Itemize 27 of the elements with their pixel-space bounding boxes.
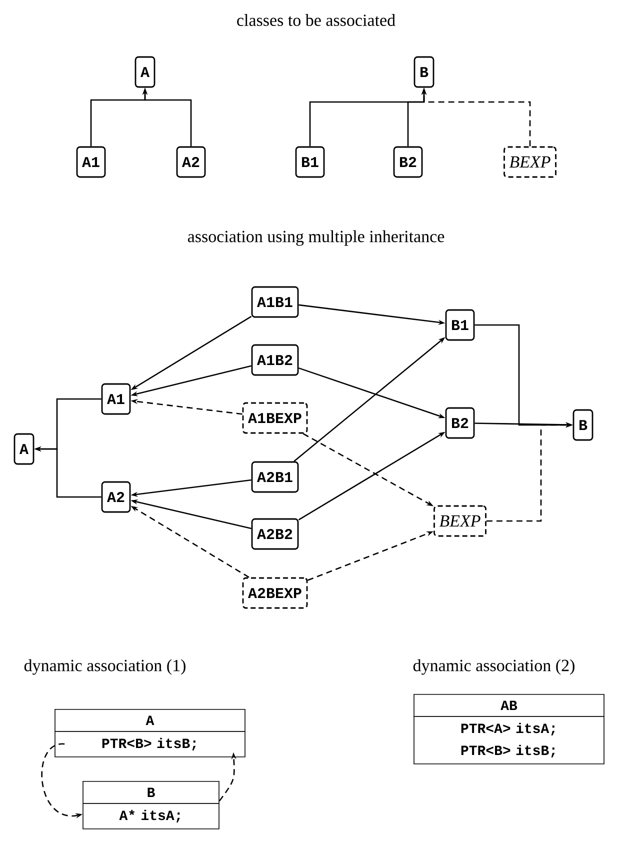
class-table: A PTR<B> itsB;: [54, 709, 246, 758]
expression-box: BEXP: [434, 505, 486, 537]
section-heading: classes to be associated: [237, 14, 396, 26]
class-box: A2: [101, 481, 131, 513]
class-box: A2B1: [251, 461, 299, 493]
class-box: A1: [101, 383, 131, 415]
class-box: B1: [445, 309, 475, 341]
expression-box: A2BEXP: [242, 577, 308, 609]
class-box: B: [572, 409, 594, 441]
class-box: A: [134, 56, 156, 88]
section-heading: dynamic association (1): [24, 659, 186, 675]
expression-box: A1BEXP: [242, 402, 308, 434]
class-table: AB PTR<A> itsA; PTR<B> itsB;: [414, 694, 604, 764]
class-box: B2: [393, 146, 423, 178]
section-heading: dynamic association (2): [413, 659, 574, 675]
class-box: B1: [295, 146, 325, 178]
class-box: A1B1: [251, 286, 299, 318]
class-box: A2: [176, 146, 206, 178]
class-box: B: [414, 56, 434, 88]
class-table: B A* itsA;: [82, 781, 220, 830]
section-heading: association using multiple inheritance: [188, 230, 444, 246]
class-box: A2B2: [251, 518, 299, 550]
class-box: B2: [445, 407, 475, 439]
class-box: A1: [76, 146, 106, 178]
class-box: A1B2: [251, 344, 299, 376]
expression-box: BEXP: [504, 146, 556, 178]
class-box: A: [14, 433, 34, 465]
